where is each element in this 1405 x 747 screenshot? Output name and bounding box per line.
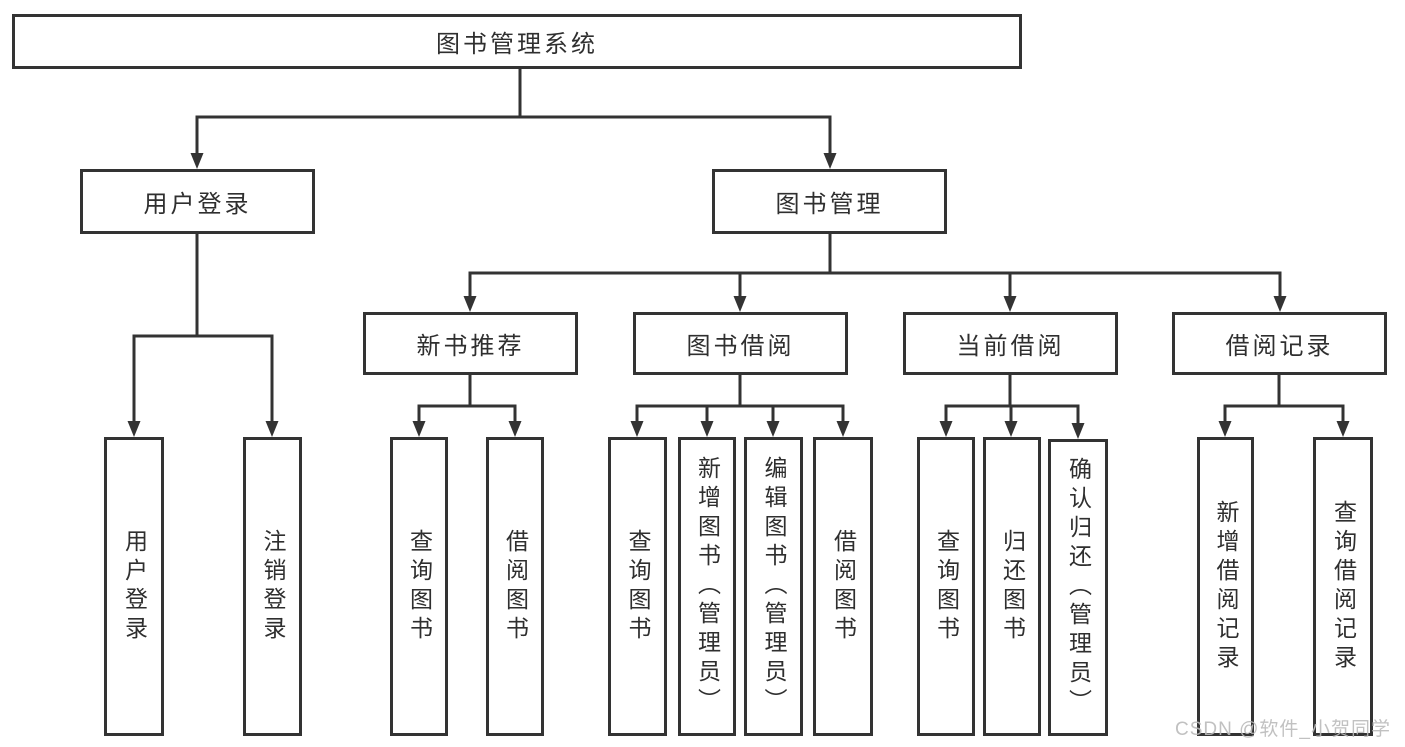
- arrowhead-icon: [939, 421, 953, 437]
- leaf-edit-book-admin: 编辑图书（管理员）: [744, 437, 803, 736]
- leaf-borrow-borrow-books: 借阅图书: [813, 437, 873, 736]
- arrowhead-icon: [1336, 421, 1350, 437]
- arrowheads: [127, 153, 1350, 439]
- arrowhead-icon: [127, 421, 141, 437]
- arrowhead-icon: [508, 421, 522, 437]
- arrowhead-icon: [412, 421, 426, 437]
- leaf-recommend-borrow-books: 借阅图书: [486, 437, 544, 736]
- leaf-confirm-return-admin: 确认归还（管理员）: [1048, 439, 1108, 736]
- arrowhead-icon: [836, 421, 850, 437]
- arrowhead-icon: [1004, 421, 1018, 437]
- arrowhead-icon: [823, 153, 837, 169]
- leaf-add-book-admin: 新增图书（管理员）: [678, 437, 736, 736]
- node-library-management-system: 图书管理系统: [12, 14, 1022, 69]
- arrowhead-icon: [463, 296, 477, 312]
- csdn-watermark: CSDN @软件_小贺同学: [1175, 719, 1391, 740]
- node-book-borrow: 图书借阅: [633, 312, 848, 375]
- arrowhead-icon: [1071, 423, 1085, 439]
- leaf-user-login: 用户登录: [104, 437, 164, 736]
- leaf-query-borrow-record: 查询借阅记录: [1313, 437, 1373, 736]
- leaf-recommend-query-books: 查询图书: [390, 437, 448, 736]
- leaf-return-book: 归还图书: [983, 437, 1041, 736]
- node-book-management: 图书管理: [712, 169, 947, 234]
- leaf-borrow-query-books: 查询图书: [608, 437, 667, 736]
- arrowhead-icon: [1273, 296, 1287, 312]
- leaf-logout: 注销登录: [243, 437, 302, 736]
- arrowhead-icon: [700, 421, 714, 437]
- arrowhead-icon: [1218, 421, 1232, 437]
- arrowhead-icon: [733, 296, 747, 312]
- arrowhead-icon: [1003, 296, 1017, 312]
- leaf-add-borrow-record: 新增借阅记录: [1197, 437, 1254, 736]
- node-user-login: 用户登录: [80, 169, 315, 234]
- node-current-borrow: 当前借阅: [903, 312, 1118, 375]
- arrowhead-icon: [766, 421, 780, 437]
- arrowhead-icon: [190, 153, 204, 169]
- node-borrow-records: 借阅记录: [1172, 312, 1387, 375]
- node-new-book-recommend: 新书推荐: [363, 312, 578, 375]
- leaf-current-query-books: 查询图书: [917, 437, 975, 736]
- arrowhead-icon: [265, 421, 279, 437]
- arrowhead-icon: [630, 421, 644, 437]
